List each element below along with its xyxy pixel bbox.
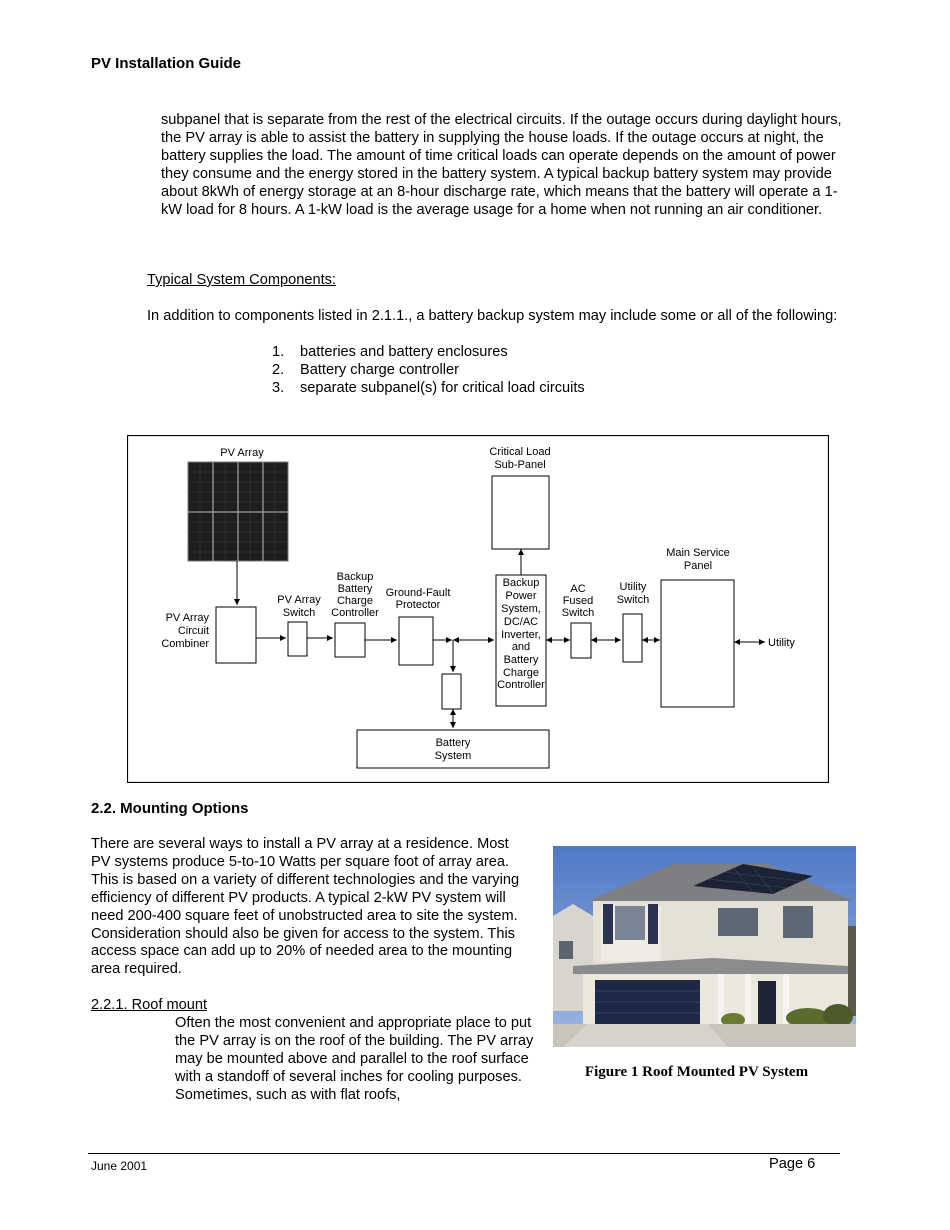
components-heading: Typical System Components: bbox=[147, 272, 336, 288]
svg-text:Switch: Switch bbox=[283, 607, 315, 619]
svg-text:System: System bbox=[435, 750, 472, 762]
components-list: 1.batteries and battery enclosures 2.Bat… bbox=[272, 344, 585, 398]
list-item: 2.Battery charge controller bbox=[272, 361, 459, 378]
components-intro: In addition to components listed in 2.1.… bbox=[147, 308, 838, 324]
continued-paragraph: subpanel that is separate from the rest … bbox=[161, 112, 842, 218]
svg-text:Inverter,: Inverter, bbox=[501, 629, 541, 641]
critical-load-box bbox=[491, 475, 550, 550]
utility-label: Utility bbox=[768, 637, 795, 649]
svg-text:Backup: Backup bbox=[503, 577, 540, 589]
svg-text:Battery: Battery bbox=[338, 583, 373, 595]
svg-text:PV Array: PV Array bbox=[166, 612, 210, 624]
svg-text:Critical Load: Critical Load bbox=[489, 446, 550, 458]
svg-text:Battery: Battery bbox=[504, 654, 539, 666]
backup-power-label: Backup Power System, DC/AC Inverter, and… bbox=[497, 577, 545, 691]
page-number: Page 6 bbox=[769, 1156, 816, 1172]
combiner-label: PV Array Circuit Combiner bbox=[161, 612, 209, 650]
pv-array-label: PV Array bbox=[220, 447, 264, 459]
svg-text:Circuit: Circuit bbox=[178, 625, 209, 637]
svg-text:Backup: Backup bbox=[337, 571, 374, 583]
svg-text:Fused: Fused bbox=[563, 595, 594, 607]
battery-backup-diagram: PV Array PV Array Circuit Combiner PV Ar… bbox=[127, 435, 829, 783]
main-service-label: Main Service Panel bbox=[666, 547, 730, 572]
svg-text:Ground-Fault: Ground-Fault bbox=[386, 587, 451, 599]
svg-text:Protector: Protector bbox=[396, 599, 441, 611]
svg-text:Charge: Charge bbox=[503, 667, 539, 679]
page-header-title: PV Installation Guide bbox=[91, 55, 242, 72]
house-photo bbox=[553, 846, 856, 1047]
svg-text:Combiner: Combiner bbox=[161, 638, 209, 650]
battery-disconnect-box bbox=[441, 673, 462, 710]
critical-load-label: Critical Load Sub-Panel bbox=[489, 446, 550, 471]
ac-fused-label: AC Fused Switch bbox=[562, 583, 594, 619]
backup-charge-label: Backup Battery Charge Controller bbox=[331, 571, 379, 619]
svg-text:Switch: Switch bbox=[617, 594, 649, 606]
svg-text:PV Array: PV Array bbox=[277, 594, 321, 606]
mounting-paragraph: There are several ways to install a PV a… bbox=[91, 836, 520, 978]
svg-text:System,: System, bbox=[501, 603, 541, 615]
svg-text:Controller: Controller bbox=[331, 607, 379, 619]
svg-text:and: and bbox=[512, 641, 530, 653]
svg-text:Main Service: Main Service bbox=[666, 547, 730, 559]
ground-fault-label: Ground-Fault Protector bbox=[386, 587, 451, 611]
svg-text:Controller: Controller bbox=[497, 679, 545, 691]
svg-text:Switch: Switch bbox=[562, 607, 594, 619]
main-service-box bbox=[660, 579, 735, 708]
pv-panel-icon bbox=[187, 461, 289, 562]
utility-switch-box bbox=[622, 613, 643, 663]
ground-fault-box bbox=[398, 616, 434, 666]
svg-text:AC: AC bbox=[570, 583, 585, 595]
svg-text:Utility: Utility bbox=[620, 581, 647, 593]
svg-text:Panel: Panel bbox=[684, 560, 712, 572]
footer-date: June 2001 bbox=[91, 1159, 148, 1173]
ac-fused-box bbox=[570, 622, 592, 659]
svg-text:Charge: Charge bbox=[337, 595, 373, 607]
array-switch-box bbox=[287, 621, 308, 657]
subsection-title: 2.2.1. Roof mount bbox=[91, 997, 208, 1013]
list-item: 3.separate subpanel(s) for critical load… bbox=[272, 379, 585, 396]
svg-text:Battery: Battery bbox=[436, 737, 471, 749]
utility-switch-label: Utility Switch bbox=[617, 581, 649, 606]
list-item: 1.batteries and battery enclosures bbox=[272, 344, 508, 360]
figure-caption: Figure 1 Roof Mounted PV System bbox=[584, 1064, 809, 1080]
section-title: 2.2. Mounting Options bbox=[91, 800, 249, 817]
footer-divider bbox=[88, 1153, 840, 1154]
backup-charge-box bbox=[334, 622, 366, 658]
svg-text:Power: Power bbox=[505, 590, 537, 602]
battery-system-box bbox=[356, 729, 550, 769]
array-switch-label: PV Array Switch bbox=[277, 594, 321, 619]
svg-text:DC/AC: DC/AC bbox=[504, 616, 538, 628]
svg-text:Sub-Panel: Sub-Panel bbox=[494, 459, 545, 471]
combiner-box bbox=[215, 606, 257, 664]
roof-mount-paragraph: Often the most convenient and appropriat… bbox=[175, 1015, 534, 1103]
battery-system-label: Battery System bbox=[435, 737, 472, 762]
